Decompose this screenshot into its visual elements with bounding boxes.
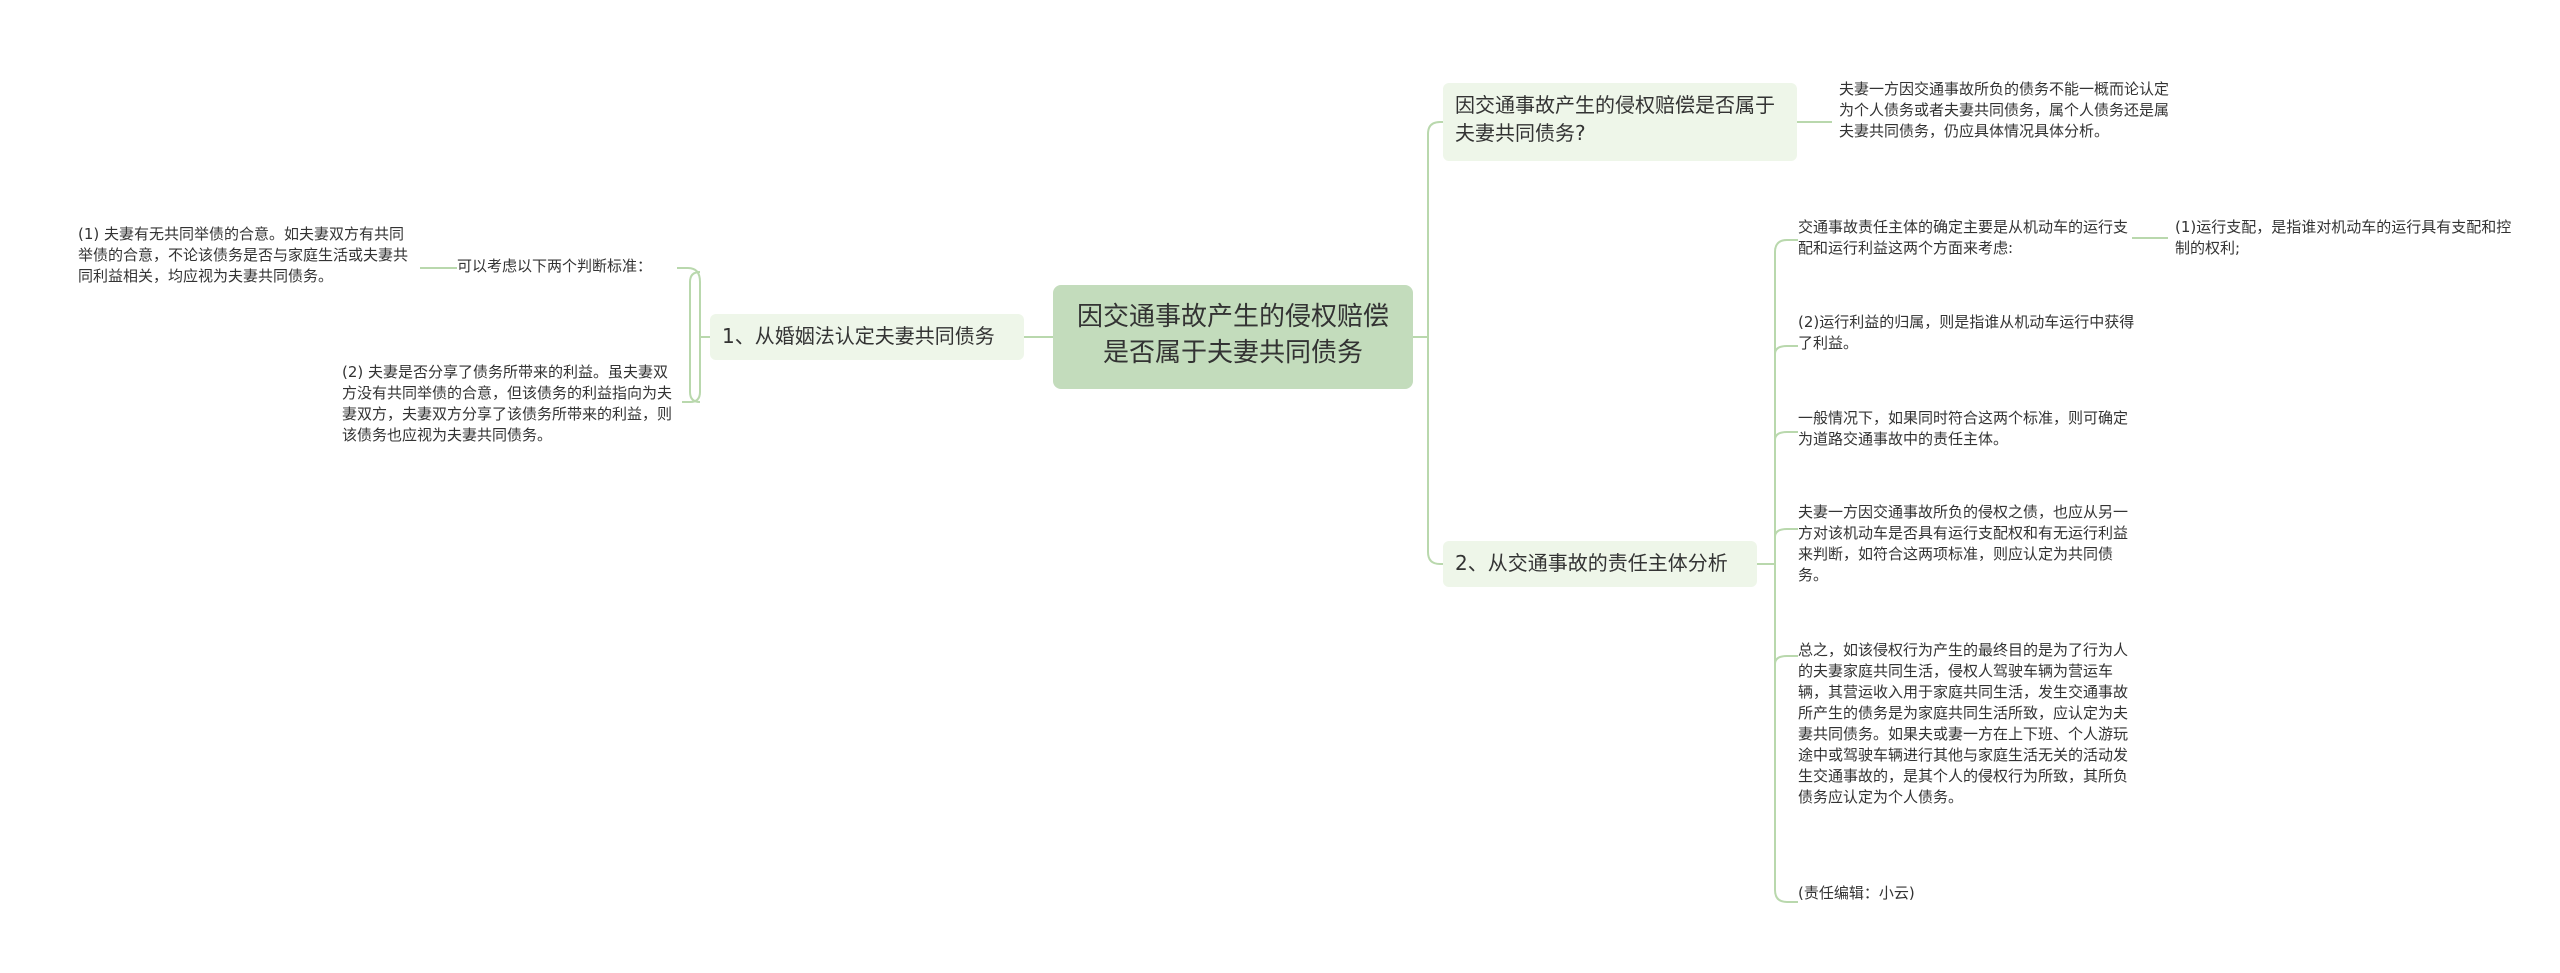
leaf-shared-benefit: (2) 夫妻是否分享了债务所带来的利益。虽夫妻双方没有共同举债的合意，但该债务的… [342, 363, 673, 444]
root-topic[interactable]: 因交通事故产生的侵权赔偿是否属于夫妻共同债务 [1053, 285, 1413, 389]
connector-r2-item5 [1774, 655, 1798, 665]
criteria-label: 可以考虑以下两个判断标准： [457, 257, 653, 275]
leaf-both-standards: 一般情况下，如果同时符合这两个标准，则可确定为道路交通事故中的责任主体。 [1798, 409, 2129, 448]
leaf-spouse-tort-debt: 夫妻一方因交通事故所负的侵权之债，也应从另一方对该机动车是否具有运行支配权和有无… [1798, 503, 2129, 584]
branch-marriage-law[interactable]: 1、从婚姻法认定夫妻共同债务 [710, 314, 1024, 360]
leaf-editor-credit: (责任编辑：小云) [1798, 884, 1915, 902]
leaf-operation-control: (1)运行支配，是指谁对机动车的运行具有支配和控制的权利; [2175, 218, 2512, 257]
connector-r2-item2 [1774, 345, 1798, 355]
connector-r2-item3 [1774, 431, 1798, 441]
branch-liability-subject[interactable]: 2、从交通事故的责任主体分析 [1443, 541, 1757, 587]
leaf-liability-determination: 交通事故责任主体的确定主要是从机动车的运行支配和运行利益这两个方面来考虑: [1798, 218, 2129, 257]
connector-r2-item4 [1774, 528, 1798, 538]
connector-left-down [682, 337, 701, 403]
leaf-case-by-case: 夫妻一方因交通事故所负的债务不能一概而论认定为个人债务或者夫妻共同债务，属个人债… [1839, 80, 2170, 140]
branch-tort-compensation[interactable]: 因交通事故产生的侵权赔偿是否属于夫妻共同债务? [1443, 83, 1797, 161]
leaf-operation-benefit: (2)运行利益的归属，则是指谁从机动车运行中获得了利益。 [1798, 313, 2135, 352]
leaf-conclusion: 总之，如该侵权行为产生的最终目的是为了行为人的夫妻家庭共同生活，侵权人驾驶车辆为… [1798, 641, 2129, 806]
leaf-joint-debt-intent: (1) 夫妻有无共同举债的合意。如夫妻双方有共同举债的合意，不论该债务是否与家庭… [78, 225, 409, 285]
connector-r2-spine [1757, 239, 1798, 903]
connector-left-up [677, 267, 701, 337]
connector-right-spine [1427, 121, 1443, 565]
